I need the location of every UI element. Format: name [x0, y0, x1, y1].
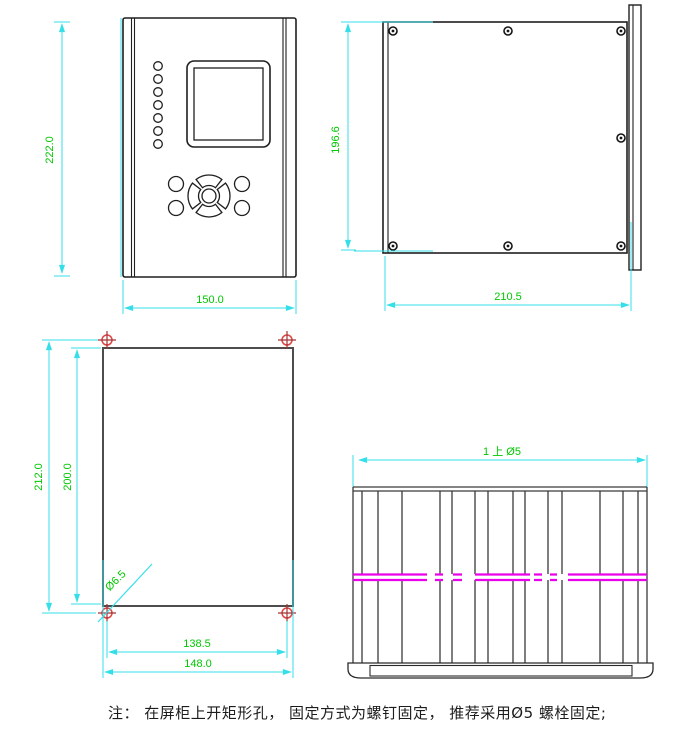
- side-body: [382, 21, 628, 254]
- dimension-side-height: [341, 21, 433, 252]
- cutout-view: 212.0 200.0 Ø6.5 138.5 148.0: [33, 330, 297, 678]
- hole-diameter-label: Ø6.5: [103, 568, 128, 593]
- navigation-keypad: [167, 174, 251, 218]
- side-width-dimension-label: 210.5: [494, 291, 522, 303]
- led-indicator: [153, 61, 163, 71]
- function-button: [233, 175, 251, 193]
- dimension-cutout-outer-width: [102, 560, 294, 678]
- dimension-cutout-outer-height: [42, 339, 98, 614]
- cutout-inner-width-label: 138.5: [183, 638, 211, 650]
- terminal-block-body: [352, 486, 648, 663]
- terminal-dividers-bottom: [361, 580, 639, 663]
- base-tray: [347, 662, 654, 679]
- dimension-front-height: [54, 18, 122, 277]
- side-height-dimension-label: 196.6: [330, 126, 342, 154]
- mounting-holes: [97, 330, 297, 623]
- terminal-strip-markers: [353, 573, 647, 582]
- led-column: [153, 61, 163, 149]
- led-indicator: [153, 100, 163, 110]
- hole-diameter-leader: [97, 563, 153, 623]
- led-indicator: [153, 139, 163, 149]
- led-indicator: [153, 87, 163, 97]
- led-indicator: [153, 126, 163, 136]
- cutout-rectangle: [102, 347, 294, 607]
- led-indicator: [153, 113, 163, 123]
- led-indicator: [153, 74, 163, 84]
- lcd-screen: [186, 60, 271, 148]
- front-view: 222.0 150.0: [44, 17, 297, 314]
- front-width-dimension-label: 150.0: [196, 294, 224, 306]
- dimension-side-width: [384, 222, 632, 311]
- function-button: [167, 175, 185, 193]
- cutout-inner-height-label: 200.0: [62, 463, 74, 491]
- dimension-front-width: [122, 280, 297, 314]
- front-flange-lines: [130, 18, 287, 277]
- terminal-dividers-top: [361, 491, 639, 574]
- side-view: 196.6 210.5: [330, 4, 642, 311]
- note-text: 注： 在屏柜上开矩形孔， 固定方式为螺钉固定， 推荐采用Ø5 螺栓固定;: [108, 704, 607, 722]
- rear-view: 1 上 Ø5: [347, 445, 654, 679]
- cutout-outer-width-label: 148.0: [184, 658, 212, 670]
- dimension-cutout-inner-width: [106, 621, 288, 658]
- rear-width-dimension-label: 1 上 Ø5: [483, 445, 521, 458]
- front-panel-flange: [628, 4, 642, 271]
- dimension-cutout-inner-height: [71, 347, 101, 605]
- dimension-rear-width: [352, 455, 648, 547]
- function-button: [233, 199, 251, 217]
- keypad-center-button: [201, 188, 217, 204]
- front-height-dimension-label: 222.0: [44, 136, 56, 164]
- cutout-outer-height-label: 212.0: [33, 463, 45, 491]
- function-button: [167, 199, 185, 217]
